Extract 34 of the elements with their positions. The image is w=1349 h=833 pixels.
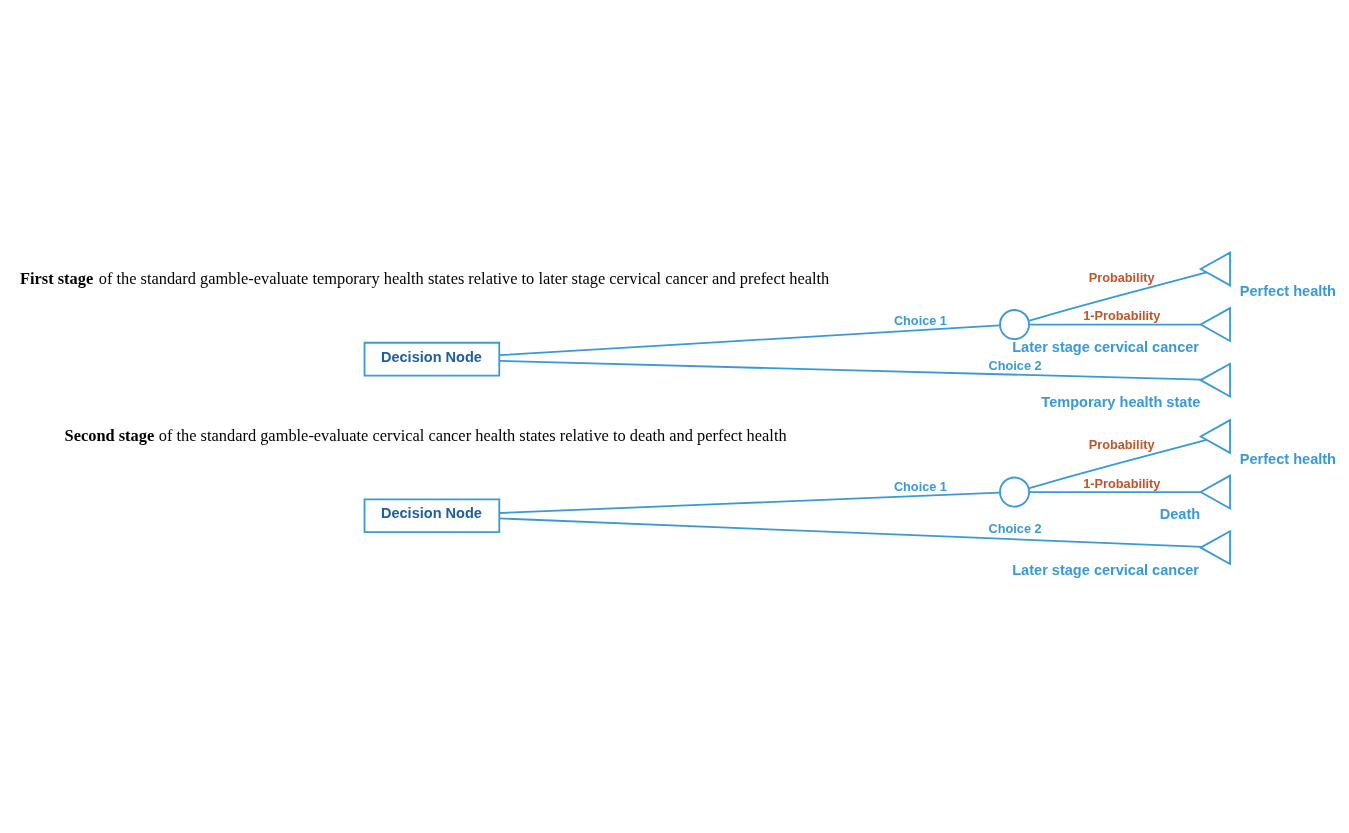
node-label: Death [1159, 506, 1201, 523]
connector [1028, 323, 1202, 326]
node-triangle [1198, 306, 1231, 343]
edge-label: Probability [1088, 269, 1155, 285]
connector [498, 360, 1203, 381]
connector [1027, 271, 1208, 322]
connector [1028, 491, 1202, 493]
node-triangle [1198, 362, 1231, 398]
edge-label: 1-Probability [1083, 475, 1161, 491]
node-label: Perfect health [1239, 283, 1337, 300]
edge-label: Choice 2 [988, 521, 1042, 537]
node-triangle [1198, 474, 1231, 510]
node-label: Later stage cervical cancer [1012, 338, 1200, 355]
edge-label: Choice 2 [988, 358, 1042, 374]
edge-label: Choice 1 [893, 312, 947, 328]
label: First stage of the standard gamble-evaluate temporary health states relative to later stage cervical cancer and prefect health [19, 268, 830, 288]
edge-label: Probability [1088, 437, 1155, 453]
label: Second stage of the standard gamble-evaluate cervical cancer health states relative to death and perfect health [64, 425, 787, 445]
node-triangle [1198, 418, 1231, 455]
node-label: Temporary health state [1041, 394, 1201, 411]
node-triangle [1198, 251, 1231, 287]
node-triangle [1198, 529, 1231, 566]
edge-label: Choice 1 [893, 479, 947, 495]
node-box: Decision Node [363, 498, 501, 533]
connector [498, 324, 1001, 357]
node-label: Perfect health [1239, 450, 1337, 467]
connector [1027, 438, 1208, 490]
connector [498, 491, 1001, 514]
node-box: Decision Node [363, 341, 501, 377]
node-circle [999, 309, 1030, 341]
node-circle [999, 476, 1030, 508]
connector [498, 517, 1203, 548]
node-label: Later stage cervical cancer [1012, 561, 1200, 578]
edge-label: 1-Probability [1083, 308, 1161, 324]
